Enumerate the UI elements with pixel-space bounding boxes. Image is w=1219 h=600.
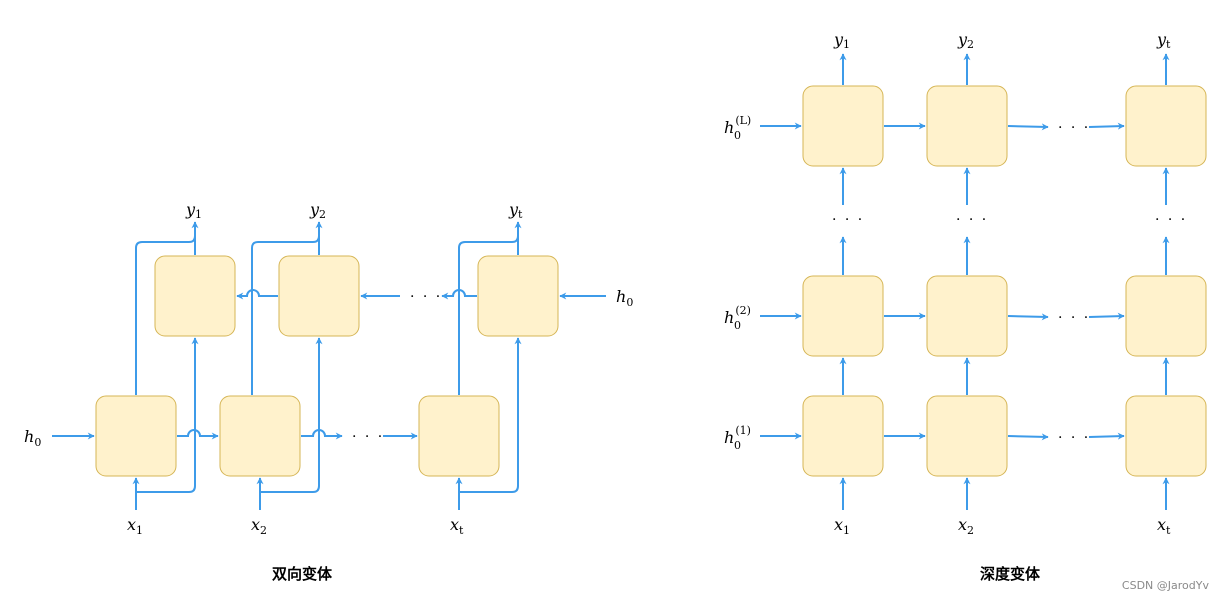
bi-input-label-xt: xt	[450, 515, 464, 537]
deep-cell-L-2	[926, 85, 1008, 167]
deep-input-label-x1: x1	[834, 515, 850, 537]
deep-cell-2-1	[802, 275, 884, 357]
deep-ellipsis-L-row: · · ·	[1058, 120, 1090, 136]
deep-2-arrow-dots-t	[1088, 312, 1125, 320]
deep-input-label-x2: x2	[958, 515, 974, 537]
deep-h0-L-label: h(L)	[724, 114, 751, 137]
bi-input-label-x2: x2	[251, 515, 267, 537]
deep-2-arrow-2-dots	[1007, 313, 1049, 321]
forward-arrow-1-2	[177, 429, 219, 440]
forward-cell-1	[95, 395, 177, 477]
deep-h0-2-sub: 0	[734, 319, 741, 332]
forward-cell-2	[219, 395, 301, 477]
deep-cell-L-1	[802, 85, 884, 167]
bi-input-label-x1: x1	[127, 515, 143, 537]
output-arrow-y1-forward	[135, 235, 196, 395]
h0-right-label: h0	[616, 287, 633, 309]
deep-input-label-xt: xt	[1157, 515, 1171, 537]
deep-L-arrow-dots-t	[1088, 122, 1125, 130]
deep-ellipsis-2-row: · · ·	[1058, 310, 1090, 326]
backward-cell-2	[278, 255, 360, 337]
deep-ellipsis-1-row: · · ·	[1058, 430, 1090, 446]
deep-ellipsis-colt: · · ·	[1155, 212, 1187, 228]
deep-h0-1-label: h(1)	[724, 424, 751, 447]
input-arrow-x2-backward	[260, 337, 323, 493]
bi-output-label-y1: y1	[185, 200, 202, 221]
deep-cell-2-2	[926, 275, 1008, 357]
deep-h0-1-sub: 0	[734, 439, 741, 452]
output-arrow-y2-forward	[251, 235, 320, 395]
input-arrow-x1-backward	[136, 337, 199, 493]
bidirectional-caption: 双向变体	[272, 565, 333, 583]
backward-arrow-2-1	[236, 289, 278, 300]
forward-cell-t	[418, 395, 500, 477]
forward-ellipsis: · · ·	[352, 429, 384, 445]
deep-1-arrow-2-dots	[1007, 433, 1049, 441]
deep-ellipsis-col2: · · ·	[956, 212, 988, 228]
deep-L-arrow-2-dots	[1007, 123, 1049, 131]
backward-cell-t	[477, 255, 559, 337]
output-arrow-yt-forward	[458, 235, 519, 395]
watermark: CSDN @JarodYv	[1121, 579, 1209, 592]
deep-diagram: h(L) 0 h(2) 0 h(1) 0 y1 y2 yt x1 x2 xt ·…	[724, 30, 1207, 583]
h0-left-label: h0	[24, 427, 41, 449]
input-arrow-xt-backward	[459, 337, 522, 493]
deep-cell-1-1	[802, 395, 884, 477]
bi-output-label-yt: yt	[508, 200, 523, 221]
deep-cell-L-t	[1125, 85, 1207, 167]
deep-ellipsis-col1: · · ·	[832, 212, 864, 228]
deep-caption: 深度变体	[980, 565, 1041, 583]
forward-arrow-2-dots	[301, 429, 343, 440]
deep-h0-L-sub: 0	[734, 129, 741, 142]
deep-output-label-y2: y2	[957, 30, 974, 51]
bidirectional-diagram: h0 h0 y1 y2 yt x1 x2 xt · · · · · · 双向变体	[24, 200, 633, 583]
deep-1-arrow-dots-t	[1088, 432, 1125, 440]
backward-cell-1	[154, 255, 236, 337]
deep-h0-2-label: h(2)	[724, 304, 751, 327]
deep-cell-1-t	[1125, 395, 1207, 477]
backward-ellipsis: · · ·	[410, 289, 442, 305]
deep-output-label-yt: yt	[1156, 30, 1171, 51]
deep-cell-2-t	[1125, 275, 1207, 357]
deep-output-label-y1: y1	[833, 30, 850, 51]
deep-cell-1-2	[926, 395, 1008, 477]
bi-output-label-y2: y2	[309, 200, 326, 221]
